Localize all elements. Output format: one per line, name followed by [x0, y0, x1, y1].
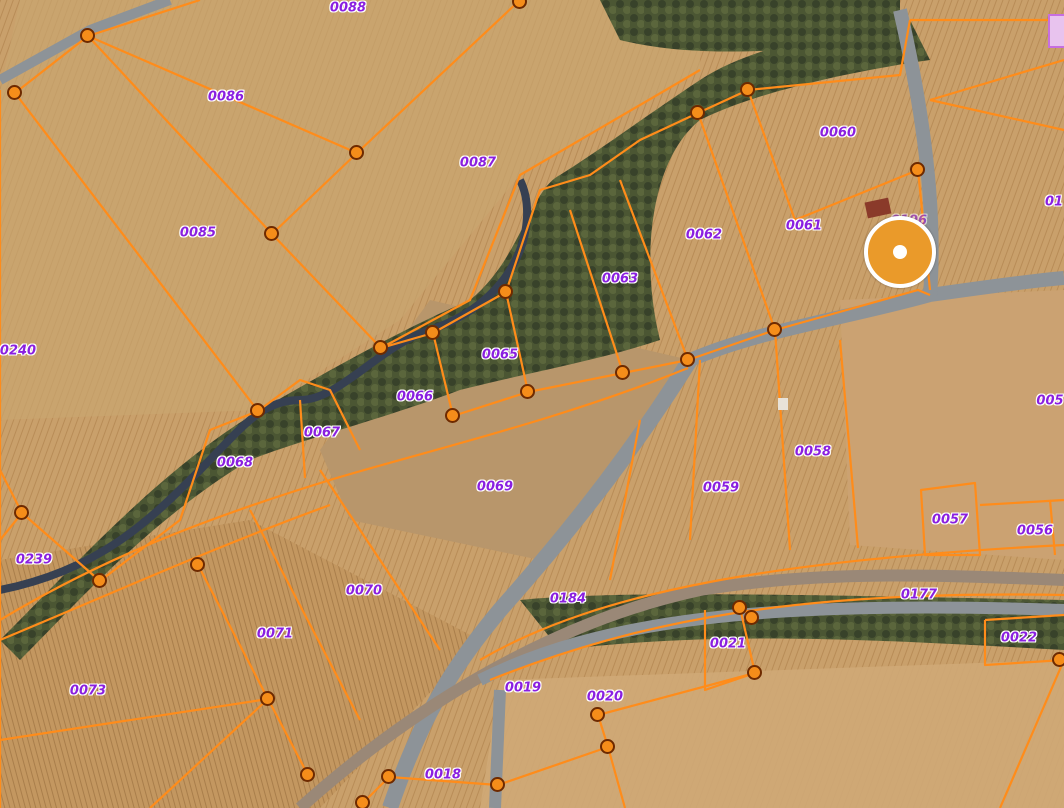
- vertex-point-icon[interactable]: [260, 691, 275, 706]
- parcel-label-0058[interactable]: 0058: [794, 444, 832, 460]
- parcel-label-0066[interactable]: 0066: [396, 389, 434, 405]
- vertex-point-icon[interactable]: [690, 105, 705, 120]
- parcel-label-0065[interactable]: 0065: [481, 347, 519, 363]
- vertex-point-icon[interactable]: [381, 769, 396, 784]
- vertex-point-icon[interactable]: [250, 403, 265, 418]
- parcel-label-0067[interactable]: 0067: [303, 425, 341, 441]
- field-south-west: [0, 520, 480, 808]
- parcel-label-0184[interactable]: 0184: [549, 591, 587, 607]
- parcel-label-0177[interactable]: 0177: [900, 587, 938, 603]
- vertex-point-icon[interactable]: [300, 767, 315, 782]
- map-corner-badge: [1048, 14, 1064, 48]
- parcel-label-0071[interactable]: 0071: [256, 626, 294, 642]
- parcel-label-0068[interactable]: 0068: [216, 455, 254, 471]
- road-diagonal: [382, 355, 697, 808]
- parcel-label-0240[interactable]: 0240: [0, 343, 37, 359]
- parcel-label-0085[interactable]: 0085: [179, 225, 217, 241]
- parcel-label-0063[interactable]: 0063: [601, 271, 639, 287]
- vertex-point-icon[interactable]: [373, 340, 388, 355]
- location-marker-center: [893, 245, 907, 259]
- vertex-point-icon[interactable]: [349, 145, 364, 160]
- vertex-point-icon[interactable]: [498, 284, 513, 299]
- parcel-label-0056[interactable]: 0056: [1016, 523, 1054, 539]
- vertex-point-icon[interactable]: [190, 557, 205, 572]
- vertex-point-icon[interactable]: [80, 28, 95, 43]
- vertex-point-icon[interactable]: [445, 408, 460, 423]
- road-railway: [295, 569, 1064, 808]
- vertex-point-icon[interactable]: [264, 226, 279, 241]
- vertex-point-icon[interactable]: [92, 573, 107, 588]
- vertex-point-icon[interactable]: [740, 82, 755, 97]
- vertex-point-icon[interactable]: [512, 0, 527, 9]
- vertex-point-icon[interactable]: [744, 610, 759, 625]
- vertex-point-icon[interactable]: [425, 325, 440, 340]
- parcel-label-0073[interactable]: 0073: [69, 683, 107, 699]
- vertex-point-icon[interactable]: [490, 777, 505, 792]
- parcel-label-005[interactable]: 005: [1036, 393, 1064, 409]
- vertex-point-icon[interactable]: [615, 365, 630, 380]
- parcel-label-0057[interactable]: 0057: [931, 512, 969, 528]
- parcel-label-0070[interactable]: 0070: [345, 583, 383, 599]
- vertex-point-icon[interactable]: [355, 795, 370, 808]
- parcel-label-0021[interactable]: 0021: [709, 636, 747, 652]
- vertex-point-icon[interactable]: [910, 162, 925, 177]
- field-south-east: [480, 660, 1064, 808]
- location-marker-icon[interactable]: [864, 216, 936, 288]
- forest-strip-main: [0, 20, 930, 660]
- forest-strip-north: [600, 0, 900, 52]
- parcel-label-0086[interactable]: 0086: [207, 89, 245, 105]
- building: [864, 197, 892, 219]
- parcel-label-01[interactable]: 01: [1044, 194, 1064, 210]
- parcel-label-0087[interactable]: 0087: [459, 155, 497, 171]
- field-north: [0, 0, 700, 420]
- parcel-label-0088[interactable]: 0088: [329, 0, 367, 16]
- vertex-point-icon[interactable]: [732, 600, 747, 615]
- vertex-point-icon[interactable]: [590, 707, 605, 722]
- vertex-point-icon[interactable]: [7, 85, 22, 100]
- parcel-label-0069[interactable]: 0069: [476, 479, 514, 495]
- vertex-point-icon[interactable]: [1052, 652, 1064, 667]
- parcel-label-0022[interactable]: 0022: [1000, 630, 1038, 646]
- parcel-label-0059[interactable]: 0059: [702, 480, 740, 496]
- parcel-label-0018[interactable]: 0018: [424, 767, 462, 783]
- building-small: [778, 398, 788, 410]
- parcel-label-0239[interactable]: 0239: [15, 552, 53, 568]
- vertex-point-icon[interactable]: [747, 665, 762, 680]
- parcel-label-0019[interactable]: 0019: [504, 680, 542, 696]
- vertex-point-icon[interactable]: [520, 384, 535, 399]
- parcel-label-0060[interactable]: 0060: [819, 125, 857, 141]
- parcel-label-0020[interactable]: 0020: [586, 689, 624, 705]
- parcel-label-0062[interactable]: 0062: [685, 227, 723, 243]
- vertex-point-icon[interactable]: [767, 322, 782, 337]
- vertex-point-icon[interactable]: [14, 505, 29, 520]
- parcel-label-0061[interactable]: 0061: [785, 218, 823, 234]
- field-east: [840, 290, 1064, 560]
- vertex-point-icon[interactable]: [680, 352, 695, 367]
- vertex-point-icon[interactable]: [600, 739, 615, 754]
